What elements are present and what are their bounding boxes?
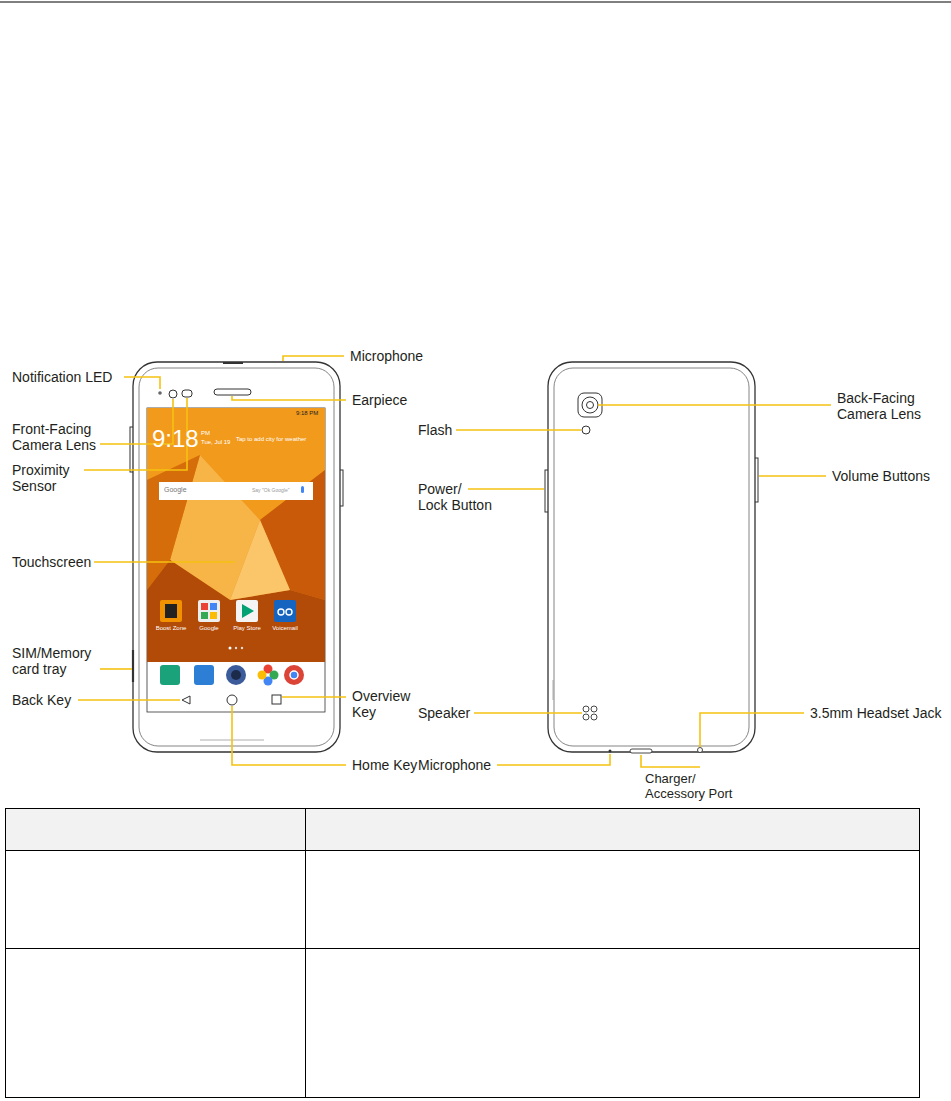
- part-label: Touchscreen: [12, 554, 91, 570]
- part-label: Overview Key: [352, 688, 422, 720]
- part-label: Back-Facing Camera Lens: [837, 390, 937, 422]
- part-label: Proximity Sensor: [12, 462, 92, 494]
- screen-text: 9:18 PM: [296, 410, 318, 417]
- app-label: Google: [190, 625, 228, 632]
- part-label: Volume Buttons: [832, 468, 930, 484]
- part-label: Home Key: [352, 757, 417, 773]
- screen-clock: 9:18: [152, 426, 199, 452]
- screen-text: Tue, Jul 19: [201, 439, 230, 446]
- app-label: Play Store: [228, 625, 266, 632]
- app-label: Voicemail: [266, 625, 304, 632]
- screen-text: Tap to add city for weather: [236, 436, 306, 443]
- part-label: Back Key: [12, 692, 71, 708]
- part-label: Charger/ Accessory Port: [645, 771, 755, 801]
- part-label: SIM/Memory card tray: [12, 645, 112, 677]
- part-label: Flash: [418, 422, 452, 438]
- screen-text: Google: [164, 486, 187, 494]
- screen-text: Say "Ok Google": [252, 488, 289, 494]
- part-label: Speaker: [418, 705, 470, 721]
- part-label: Microphone: [418, 757, 491, 773]
- part-label: Microphone: [350, 348, 423, 364]
- app-label: Boost Zone: [152, 625, 190, 632]
- part-label: Earpiece: [352, 392, 407, 408]
- part-label: Notification LED: [12, 369, 112, 385]
- screen-text: PM: [201, 430, 210, 437]
- part-label: Front-Facing Camera Lens: [12, 421, 108, 453]
- part-label: Power/ Lock Button: [418, 481, 494, 513]
- part-label: 3.5mm Headset Jack: [810, 705, 942, 721]
